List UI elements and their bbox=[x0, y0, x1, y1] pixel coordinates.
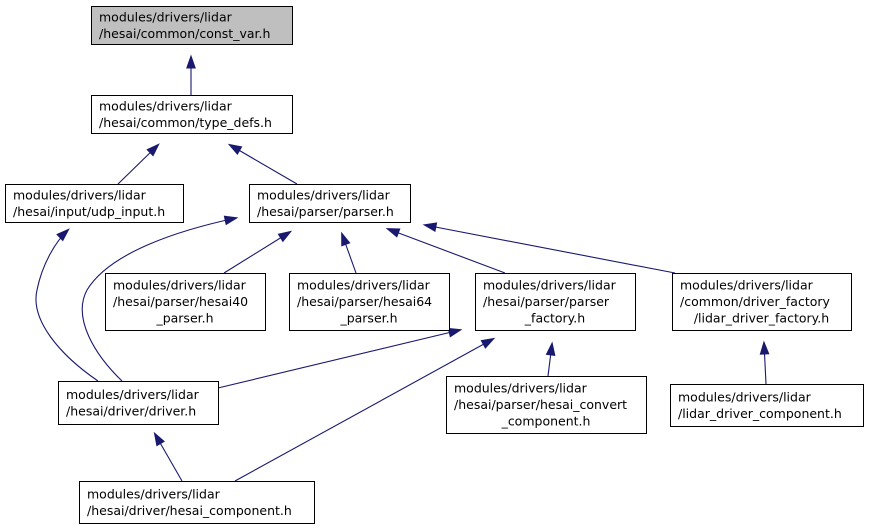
edge-arrowhead bbox=[341, 231, 351, 247]
edge-arrowhead bbox=[146, 143, 160, 157]
node-box[interactable] bbox=[105, 273, 266, 331]
node-hesai-component[interactable]: modules/drivers/lidar/hesai/driver/hesai… bbox=[79, 481, 315, 524]
node-box[interactable] bbox=[446, 376, 647, 434]
edge-line bbox=[424, 224, 676, 274]
edge-hesai_component-to-driver bbox=[153, 431, 183, 482]
node-lidar-driver-factory[interactable]: modules/drivers/lidar/common/driver_fact… bbox=[672, 273, 852, 331]
node-box[interactable] bbox=[91, 95, 293, 134]
node-label-line: /hesai/driver/hesai_component.h bbox=[87, 503, 292, 518]
node-label-line: /hesai/parser/hesai40 bbox=[113, 294, 248, 309]
node-box[interactable] bbox=[5, 184, 184, 223]
edge-hesai64_parser-to-parser bbox=[341, 231, 357, 274]
node-label-line: modules/drivers/lidar bbox=[99, 98, 233, 113]
node-label-line: /hesai/parser/hesai_convert bbox=[454, 397, 627, 412]
node-lidar-driver-component[interactable]: modules/drivers/lidar/lidar_driver_compo… bbox=[670, 384, 864, 427]
edge-arrowhead bbox=[223, 215, 239, 226]
edge-parser_factory-to-parser bbox=[385, 228, 506, 274]
node-label-line: _component.h bbox=[501, 414, 591, 429]
edge-lidar_driver_component-to-lidar_driver_factory bbox=[759, 340, 770, 385]
nodes-layer: modules/drivers/lidar/hesai/common/const… bbox=[5, 6, 864, 524]
node-label-line: /lidar_driver_factory.h bbox=[694, 311, 829, 326]
node-box[interactable] bbox=[289, 273, 450, 331]
node-box[interactable] bbox=[672, 273, 852, 331]
edge-hesai_component-to-parser_factory bbox=[234, 337, 496, 482]
node-label-line: modules/drivers/lidar bbox=[454, 381, 588, 396]
edge-driver-to-parser bbox=[81, 215, 239, 382]
node-label-line: modules/drivers/lidar bbox=[297, 278, 431, 293]
node-label-line: /hesai/parser/parser.h bbox=[257, 204, 394, 219]
edge-arrowhead bbox=[447, 327, 463, 338]
edge-arrowhead bbox=[385, 228, 401, 238]
edge-driver-to-parser_factory bbox=[217, 327, 463, 389]
node-label-line: /hesai/parser/parser bbox=[483, 294, 610, 309]
edge-udp_input-to-type_defs bbox=[117, 143, 160, 185]
node-hesai-convert-component[interactable]: modules/drivers/lidar/hesai/parser/hesai… bbox=[446, 376, 647, 434]
edge-hesai40_parser-to-parser bbox=[223, 230, 293, 274]
node-label-line: modules/drivers/lidar bbox=[483, 278, 617, 293]
node-label-line: modules/drivers/lidar bbox=[113, 278, 247, 293]
edge-arrowhead bbox=[56, 228, 70, 242]
node-box[interactable] bbox=[79, 481, 315, 524]
node-label-line: /common/driver_factory bbox=[680, 294, 831, 309]
node-label-line: /hesai/common/const_var.h bbox=[99, 26, 270, 41]
node-label-line: modules/drivers/lidar bbox=[87, 486, 221, 501]
node-label-line: /lidar_driver_component.h bbox=[678, 406, 842, 421]
node-label-line: /hesai/driver/driver.h bbox=[66, 403, 196, 418]
edge-line bbox=[223, 231, 291, 274]
node-label-line: modules/drivers/lidar bbox=[680, 278, 814, 293]
edge-arrowhead bbox=[480, 337, 496, 349]
node-label-line: modules/drivers/lidar bbox=[678, 389, 812, 404]
edge-line bbox=[81, 217, 237, 382]
node-label-line: _parser.h bbox=[339, 311, 397, 326]
node-udp-input[interactable]: modules/drivers/lidar/hesai/input/udp_in… bbox=[5, 184, 184, 223]
node-box[interactable] bbox=[249, 184, 411, 223]
edge-arrowhead bbox=[422, 222, 438, 232]
node-parser-factory[interactable]: modules/drivers/lidar/hesai/parser/parse… bbox=[475, 273, 636, 331]
edge-arrowhead bbox=[545, 341, 556, 357]
edge-arrowhead bbox=[277, 230, 293, 243]
edge-hesai_convert_component-to-parser_factory bbox=[545, 341, 556, 377]
edge-arrowhead bbox=[153, 431, 165, 447]
edge-arrowhead bbox=[186, 54, 196, 69]
node-box[interactable] bbox=[58, 381, 219, 425]
node-type-defs[interactable]: modules/drivers/lidar/hesai/common/type_… bbox=[91, 95, 293, 134]
node-label-line: /hesai/parser/hesai64 bbox=[297, 294, 432, 309]
node-hesai40-parser[interactable]: modules/drivers/lidar/hesai/parser/hesai… bbox=[105, 273, 266, 331]
edge-line bbox=[387, 228, 506, 274]
edge-driver-to-udp_input bbox=[35, 228, 99, 382]
node-label-line: /hesai/common/type_defs.h bbox=[99, 115, 272, 130]
edges-layer bbox=[35, 54, 770, 482]
edge-line bbox=[35, 229, 99, 382]
node-label-line: _factory.h bbox=[524, 311, 585, 326]
edge-parser-to-type_defs bbox=[227, 143, 298, 185]
edge-lidar_driver_factory-to-parser bbox=[422, 222, 676, 274]
node-box[interactable] bbox=[91, 6, 293, 45]
edge-arrowhead bbox=[759, 340, 770, 355]
node-hesai64-parser[interactable]: modules/drivers/lidar/hesai/parser/hesai… bbox=[289, 273, 450, 331]
edge-line bbox=[234, 338, 494, 482]
node-label-line: modules/drivers/lidar bbox=[13, 187, 147, 202]
node-label-line: _parser.h bbox=[155, 311, 213, 326]
node-driver[interactable]: modules/drivers/lidar/hesai/driver/drive… bbox=[58, 381, 219, 425]
node-box[interactable] bbox=[475, 273, 636, 331]
node-box[interactable] bbox=[670, 384, 864, 427]
node-parser[interactable]: modules/drivers/lidar/hesai/parser/parse… bbox=[249, 184, 411, 223]
edge-line bbox=[229, 144, 298, 185]
edge-line bbox=[217, 329, 461, 389]
node-const-var[interactable]: modules/drivers/lidar/hesai/common/const… bbox=[91, 6, 293, 45]
node-label-line: /hesai/input/udp_input.h bbox=[13, 204, 165, 219]
node-label-line: modules/drivers/lidar bbox=[257, 187, 391, 202]
edge-type_defs-to-const_var bbox=[186, 54, 196, 95]
node-label-line: modules/drivers/lidar bbox=[66, 387, 200, 402]
edge-arrowhead bbox=[227, 143, 243, 156]
node-label-line: modules/drivers/lidar bbox=[99, 9, 233, 24]
